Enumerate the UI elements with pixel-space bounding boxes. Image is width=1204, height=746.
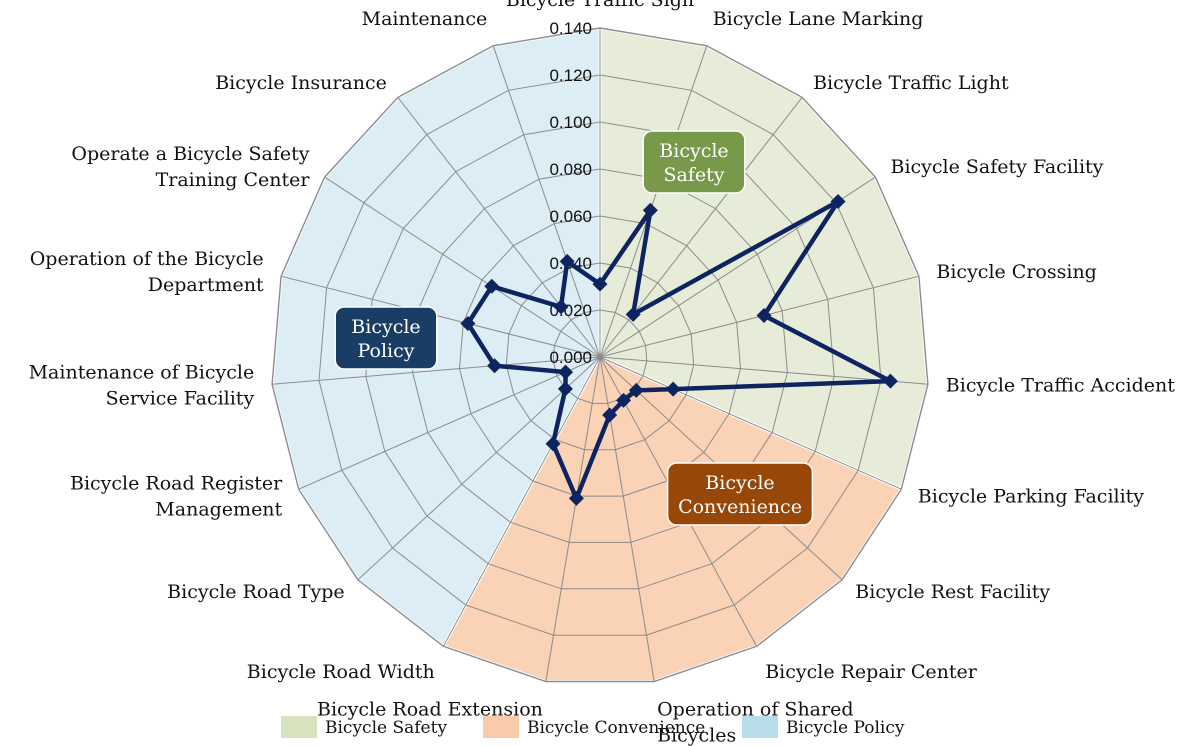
category-label-bicycle-road-extension: Bicycle Road Extension (317, 698, 543, 720)
tick-label-4: 0.080 (549, 160, 592, 179)
category-label-bicycle-traffic-accident: Bicycle Traffic Accident (946, 375, 1175, 397)
category-label-bicycle-road-illegal-use-crackdown-and-maintenance: Bicycle Road Illegal UseCrackdown andMai… (253, 0, 487, 30)
series-line (465, 199, 893, 501)
category-label-bicycle-lane-marking: Bicycle Lane Marking (713, 8, 924, 30)
category-label-bicycle-crossing: Bicycle Crossing (936, 261, 1096, 283)
grid-spoke-17 (397, 97, 601, 358)
grid-spoke-1 (599, 45, 708, 358)
data-point-operation-of-the-bicycle-department (460, 316, 476, 332)
legend-swatch-bicycle-safety (281, 716, 317, 738)
grid-spoke-15 (280, 275, 601, 358)
legend-swatch-bicycle-policy (742, 716, 778, 738)
grid-ring-3 (458, 215, 742, 497)
grid-ring-4 (412, 168, 788, 543)
data-series (460, 193, 898, 506)
grid-spoke-6 (599, 356, 902, 490)
category-label-bicycle-rest-facility: Bicycle Rest Facility (855, 581, 1050, 603)
grid-spoke-16 (324, 176, 601, 358)
data-point-bicycle-road-type (557, 381, 573, 397)
category-label-bicycle-road-width: Bicycle Road Width (247, 661, 435, 683)
grid-ring-6 (318, 74, 882, 636)
grid-ring-1 (552, 309, 648, 404)
grid-spoke-10 (545, 356, 601, 682)
data-point-bicycle-parking-facility (665, 381, 681, 397)
category-label-bicycle-road-type: Bicycle Road Type (167, 581, 345, 603)
data-point-bicycle-safety-facility (830, 193, 846, 209)
data-point-maintenance-of-bicycle-service-facility (487, 358, 503, 374)
data-point-bicycle-lane-marking (642, 202, 658, 218)
data-point-bicycle-road-width (545, 436, 561, 452)
grid-spoke-12 (357, 356, 601, 581)
legend-swatch-bicycle-convenience (483, 716, 519, 738)
data-point-operation-of-shared-bicycles (602, 407, 618, 423)
tick-label-6: 0.120 (549, 66, 592, 85)
grid-ring-5 (365, 121, 835, 590)
data-point-bicycle-road-extension (568, 490, 584, 506)
data-point-bicycle-rest-facility (628, 382, 644, 398)
data-point-bicycle-traffic-light (625, 306, 641, 322)
data-point-bicycle-repair-center (615, 392, 631, 408)
grid-ring-2 (505, 262, 695, 451)
category-label-bicycle-traffic-sign: Bicycle Traffic Sign (506, 0, 694, 11)
data-point-bicycle-traffic-accident (882, 373, 898, 389)
badge-bicycle-convenience (666, 462, 814, 526)
tick-label-5: 0.100 (549, 113, 592, 132)
tick-label-7: 0.140 (549, 19, 592, 38)
category-label-bicycle-insurance: Bicycle Insurance (215, 72, 387, 94)
legend-label-bicycle-convenience: Bicycle Convenience (527, 718, 705, 738)
tick-label-3: 0.060 (549, 207, 592, 226)
legend-label-bicycle-policy: Bicycle Policy (786, 718, 905, 738)
category-label-bicycle-repair-center: Bicycle Repair Center (765, 661, 978, 683)
data-point-bicycle-road-register-management (558, 364, 574, 380)
data-point-bicycle-crossing (756, 307, 772, 323)
data-point-bicycle-traffic-sign (592, 276, 608, 292)
badge-bicycle-safety (642, 130, 746, 194)
data-point-operate-a-bicycle-safety-training-center (484, 278, 500, 294)
tick-label-0: 0.000 (549, 348, 592, 367)
category-label-bicycle-parking-facility: Bicycle Parking Facility (918, 485, 1145, 507)
grid-spoke-14 (272, 356, 601, 385)
data-point-bicycle-insurance (553, 299, 569, 315)
legend-label-bicycle-safety: Bicycle Safety (325, 718, 447, 738)
category-label-bicycle-traffic-light: Bicycle Traffic Light (813, 72, 1009, 94)
legend: Bicycle Safety Bicycle Convenience Bicycle… (281, 716, 905, 738)
data-point-bicycle-road-illegal-use-crackdown-and-maintenance (559, 253, 575, 269)
grid-ring-7 (271, 27, 929, 683)
grid-spoke-18 (492, 45, 601, 358)
badge-bicycle-policy (334, 306, 438, 370)
grid-spoke-13 (298, 356, 601, 490)
category-label-bicycle-safety-facility: Bicycle Safety Facility (891, 156, 1104, 178)
grid-spoke-11 (442, 356, 601, 647)
